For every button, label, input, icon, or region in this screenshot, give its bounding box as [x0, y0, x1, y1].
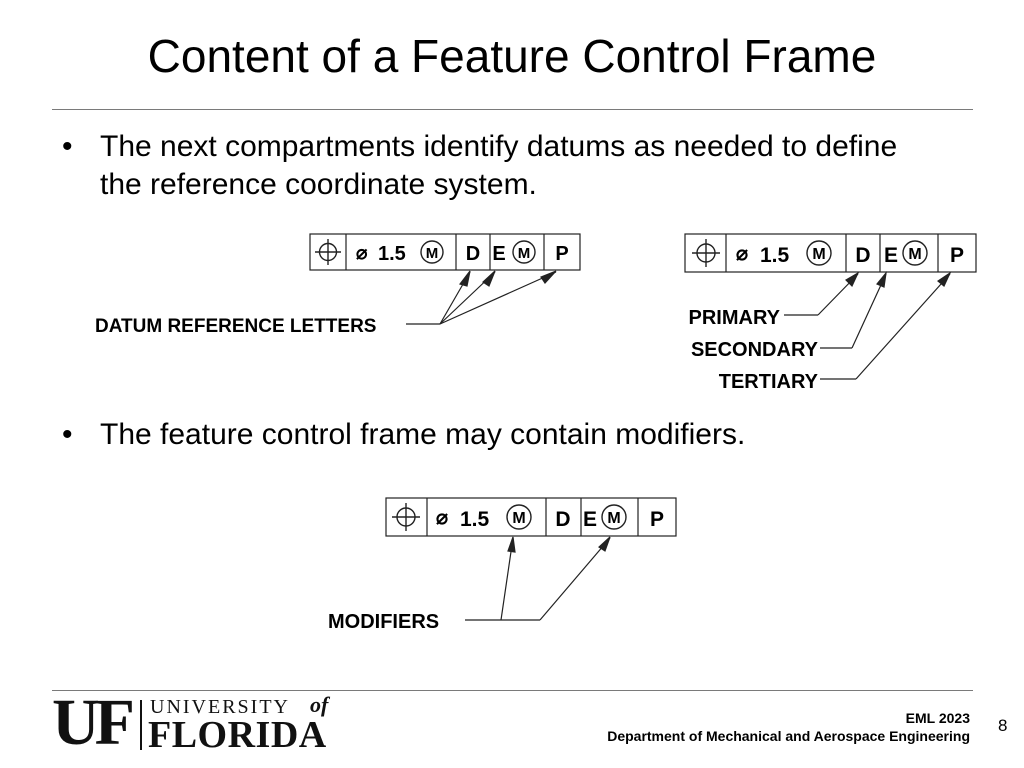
department-name: Department of Mechanical and Aerospace E… — [607, 728, 970, 744]
tolerance-value: 1.5 — [460, 508, 490, 531]
slide-title: Content of a Feature Control Frame — [147, 30, 877, 82]
primary-label: PRIMARY — [689, 307, 781, 329]
bullet-item: • The next compartments identify datums … — [62, 128, 942, 208]
modifier-circle — [902, 240, 928, 266]
datum-tertiary: P — [555, 243, 568, 265]
bullet-text: The next compartments identify datums as… — [100, 130, 898, 201]
logo-university-text: UNIVERSITY — [150, 696, 290, 718]
modifier-circle — [601, 504, 627, 530]
modifiers-callout: MODIFIERS — [328, 611, 439, 633]
datum-secondary: E — [884, 244, 898, 267]
logo-divider — [140, 700, 142, 750]
logo-of-text: of — [310, 692, 329, 717]
modifier-letter: M — [512, 510, 525, 527]
fcf-figure-modifiers: ⌀ 1.5 M D E M P MODIFIERS — [328, 497, 677, 633]
modifier-letter: M — [426, 245, 439, 262]
title-divider — [52, 109, 973, 110]
leader-lines — [784, 270, 952, 380]
diameter-symbol: ⌀ — [736, 243, 748, 265]
datum-primary: D — [855, 244, 870, 267]
bullet-text: The feature control frame may contain mo… — [100, 418, 746, 451]
logo-uf-mark: UF — [52, 686, 135, 759]
leader-lines — [406, 270, 557, 325]
modifier-letter: M — [518, 245, 531, 262]
position-icon — [392, 503, 420, 531]
footer-divider — [52, 690, 973, 691]
datum-primary: D — [555, 508, 570, 531]
modifier-letter: M — [908, 246, 921, 263]
tertiary-label: TERTIARY — [719, 371, 819, 393]
bullet-item: • The feature control frame may contain … — [62, 416, 942, 456]
diameter-symbol: ⌀ — [356, 243, 368, 264]
logo-florida-text: FLORIDA — [148, 714, 327, 756]
datum-tertiary: P — [650, 508, 664, 531]
fcf-figure-datum-letters: ⌀ 1.5 M D E M P DATUM REFERENCE LETTERS — [95, 233, 581, 337]
modifier-circle — [512, 240, 536, 264]
modifier-circle — [806, 240, 832, 266]
page-number: 8 — [998, 716, 1008, 735]
datum-secondary: E — [492, 243, 505, 265]
datum-tertiary: P — [950, 244, 964, 267]
modifier-circle — [506, 504, 532, 530]
position-icon — [315, 239, 341, 265]
bullet-marker: • — [62, 130, 73, 163]
datum-letters-callout: DATUM REFERENCE LETTERS — [95, 316, 376, 337]
secondary-label: SECONDARY — [691, 339, 819, 361]
leader-lines — [465, 536, 611, 621]
datum-secondary: E — [583, 508, 597, 531]
bullet-marker: • — [62, 418, 73, 451]
modifier-letter: M — [812, 246, 825, 263]
fcf-figure-datum-order: ⌀ 1.5 M D E M P PRIMARY SECONDARY TERTIA… — [684, 233, 977, 393]
modifier-letter: M — [607, 510, 620, 527]
feature-control-frame: ⌀ 1.5 M D E M P — [309, 233, 581, 271]
feature-control-frame: ⌀ 1.5 M D E M P — [684, 233, 977, 273]
diameter-symbol: ⌀ — [436, 507, 448, 529]
modifier-circle — [420, 240, 444, 264]
course-code: EML 2023 — [905, 710, 970, 726]
datum-primary: D — [466, 243, 480, 265]
tolerance-value: 1.5 — [378, 243, 406, 265]
uf-logo: UF UNIVERSITY of FLORIDA — [52, 690, 352, 756]
feature-control-frame: ⌀ 1.5 M D E M P — [385, 497, 677, 537]
position-icon — [692, 239, 720, 267]
tolerance-value: 1.5 — [760, 244, 790, 267]
